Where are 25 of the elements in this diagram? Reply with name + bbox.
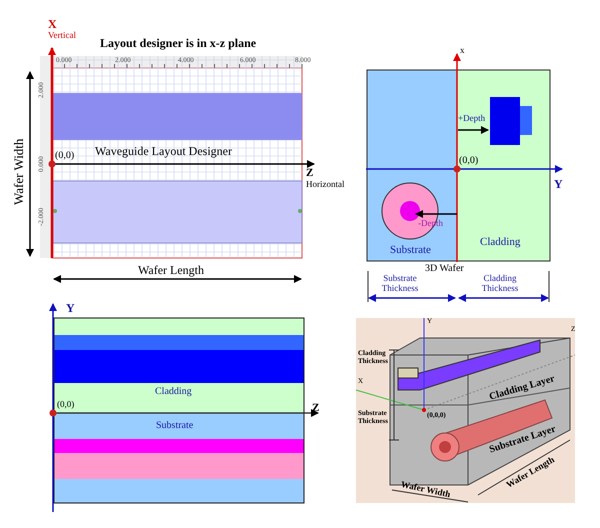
axis-label: x bbox=[460, 46, 464, 56]
origin-label: (0,0) bbox=[55, 150, 74, 161]
panel-caption: 3D Wafer bbox=[425, 263, 464, 274]
axis-label: Vertical bbox=[48, 31, 76, 41]
origin-label: (0,0) bbox=[57, 400, 74, 410]
origin-label: (0,0) bbox=[459, 155, 478, 166]
canvas-title: Waveguide Layout Designer bbox=[95, 145, 232, 158]
layer-label: Cladding bbox=[480, 236, 520, 248]
layer-label: Cladding Layer bbox=[488, 373, 556, 403]
layer-label: Substrate Layer bbox=[488, 424, 558, 456]
axis-label: Z bbox=[306, 167, 314, 180]
axis-label: X bbox=[48, 18, 57, 32]
layer-label: Substrate bbox=[156, 420, 194, 431]
axis-label: Y bbox=[554, 178, 563, 192]
dimension-label: Cladding Thickness bbox=[480, 274, 520, 294]
depth-label: +Depth bbox=[458, 114, 486, 124]
dimension-label: Wafer Width bbox=[12, 138, 26, 205]
dimension-label: Substrate Thickness bbox=[380, 274, 420, 294]
axis-label: Horizontal bbox=[306, 180, 344, 190]
layer-label: Cladding bbox=[155, 386, 192, 397]
layer-label: Substrate bbox=[390, 244, 431, 256]
heading: Layout designer is in x-z plane bbox=[100, 37, 256, 50]
dimension-label: Wafer Width bbox=[400, 480, 452, 500]
dimension-label: Wafer Length bbox=[138, 264, 204, 278]
axis-label: Y bbox=[66, 302, 75, 316]
